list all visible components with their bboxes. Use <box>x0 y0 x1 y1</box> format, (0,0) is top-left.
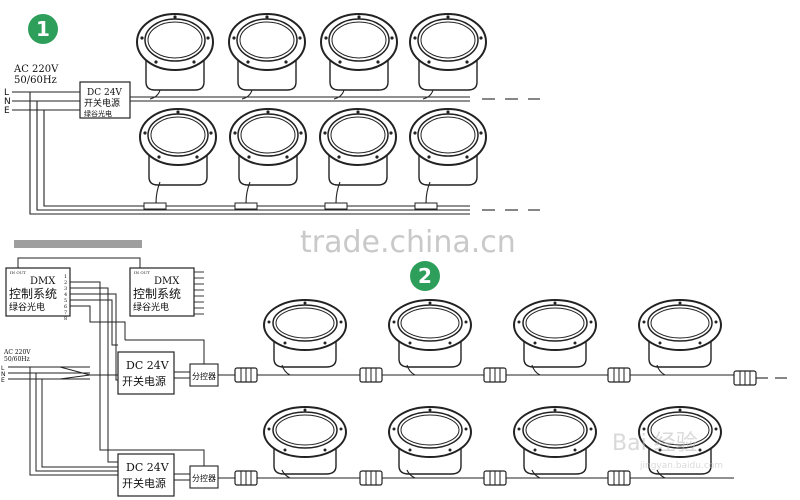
d2-lamp <box>513 406 597 479</box>
d1-terminal-e: E <box>4 106 10 116</box>
splitter-bottom: 分控器 <box>189 465 219 489</box>
d2-bus-top <box>218 374 787 379</box>
d1-terminal-n: N <box>4 97 11 107</box>
dmx-main-box <box>5 267 71 317</box>
d2-lamp <box>513 299 597 376</box>
dmx-secondary-outputs <box>194 271 204 315</box>
dmx-main-port: IN OUT <box>10 270 26 275</box>
divider-bar <box>14 240 142 248</box>
channel-label: 8 <box>64 316 67 322</box>
marker-2: 2 <box>410 261 440 291</box>
d2-mains-wires <box>8 366 118 476</box>
d1-lamp <box>229 108 307 210</box>
dmx-secondary-brand: 绿谷光电 <box>133 301 169 313</box>
d2-psu-top-voltage: DC 24V <box>126 359 170 372</box>
dmx-main-channels: 1 2 3 4 5 6 7 8 <box>64 274 67 322</box>
d1-lamp <box>228 13 306 100</box>
channel-label: 4 <box>64 292 67 298</box>
d2-psu-top-box <box>117 351 175 395</box>
splitter-top: 分控器 <box>189 363 219 387</box>
d2-psu-top-name: 开关电源 <box>122 374 166 388</box>
d1-psu-brand: 绿谷光电 <box>84 109 112 118</box>
d2-terminal-l: L <box>1 365 5 372</box>
splitter-top-label: 分控器 <box>192 371 216 381</box>
d2-lamp-row-top <box>263 299 722 376</box>
d2-freq-label: 50/60Hz <box>4 356 30 363</box>
d1-top-bus <box>130 96 540 102</box>
channel-label: 3 <box>64 286 67 292</box>
d1-psu-voltage: DC 24V <box>87 88 122 98</box>
d1-lamp-row-bottom <box>139 108 487 210</box>
d2-power-supply-bottom: DC 24V 开关电源 <box>117 453 175 497</box>
channel-label: 5 <box>64 298 67 304</box>
d2-lamp <box>263 299 347 376</box>
d1-power-supply: DC 24V 开关电源 绿谷光电 <box>79 81 131 119</box>
dmx-secondary-title: DMX <box>154 276 180 287</box>
dmx-controller-main: IN OUT DMX 控制系统 绿谷光电 1 2 3 4 5 6 7 8 <box>5 267 71 322</box>
channel-label: 1 <box>64 274 67 280</box>
d2-psu-bottom-name: 开关电源 <box>122 476 166 490</box>
dmx-main-system: 控制系统 <box>9 287 57 301</box>
marker-2-circle <box>410 261 440 291</box>
dmx-secondary-box <box>129 267 195 317</box>
splitter-bottom-label: 分控器 <box>192 473 216 483</box>
trade-watermark: trade.china.cn <box>300 225 516 260</box>
d2-terminal-n: N <box>1 371 6 378</box>
d2-lamp <box>388 406 472 479</box>
d1-lamp <box>136 13 214 100</box>
d2-lamp <box>638 299 722 376</box>
psu-to-splitter-wires <box>118 339 205 481</box>
d2-psu-bottom-voltage: DC 24V <box>126 461 170 474</box>
dmx-main-title: DMX <box>30 276 56 287</box>
dmx-link <box>17 257 141 268</box>
dmx-main-brand: 绿谷光电 <box>9 301 45 313</box>
d1-supply-label: AC 220V <box>13 64 59 75</box>
dmx-secondary-system: 控制系统 <box>133 287 181 301</box>
dmx-secondary-port: IN OUT <box>134 270 150 275</box>
channel-label: 2 <box>64 280 67 286</box>
d1-psu-box <box>79 81 131 119</box>
baidu-watermark-url: jingyan.baidu.com <box>639 461 723 471</box>
d1-lamp-row-top <box>136 13 487 100</box>
d2-terminal-e: E <box>1 377 5 384</box>
baidu-watermark-logo: Bai 经验 <box>612 431 698 456</box>
d1-lamp <box>319 108 397 210</box>
dmx-controller-secondary: IN OUT DMX 控制系统 绿谷光电 <box>129 267 204 317</box>
d2-psu-bottom-box <box>117 453 175 497</box>
d1-lamp <box>409 108 487 210</box>
channel-label: 7 <box>64 310 67 316</box>
d1-bottom-bus <box>138 205 540 215</box>
d2-power-supply-top: DC 24V 开关电源 <box>117 351 175 395</box>
marker-1-circle <box>28 14 58 44</box>
d1-lamp <box>409 13 487 100</box>
d2-lamp-row-bottom <box>263 406 722 479</box>
d2-connectors-top <box>234 367 757 386</box>
d2-supply-label: AC 220V <box>3 349 31 356</box>
d2-lamp <box>638 406 722 479</box>
d1-mains-wires <box>12 91 138 215</box>
channel-label: 6 <box>64 304 67 310</box>
d1-lamp <box>320 13 398 100</box>
d1-psu-name: 开关电源 <box>84 97 120 109</box>
d2-lamp <box>388 299 472 376</box>
d1-lamp <box>139 108 217 210</box>
d2-lamp <box>263 406 347 479</box>
d1-terminal-l: L <box>4 88 9 98</box>
marker-1: 1 <box>28 14 58 44</box>
marker-2-label: 2 <box>418 264 432 288</box>
baidu-watermark: Bai 经验 jingyan.baidu.com <box>612 431 723 471</box>
d1-freq-label: 50/60Hz <box>14 75 57 86</box>
marker-1-label: 1 <box>36 17 50 41</box>
